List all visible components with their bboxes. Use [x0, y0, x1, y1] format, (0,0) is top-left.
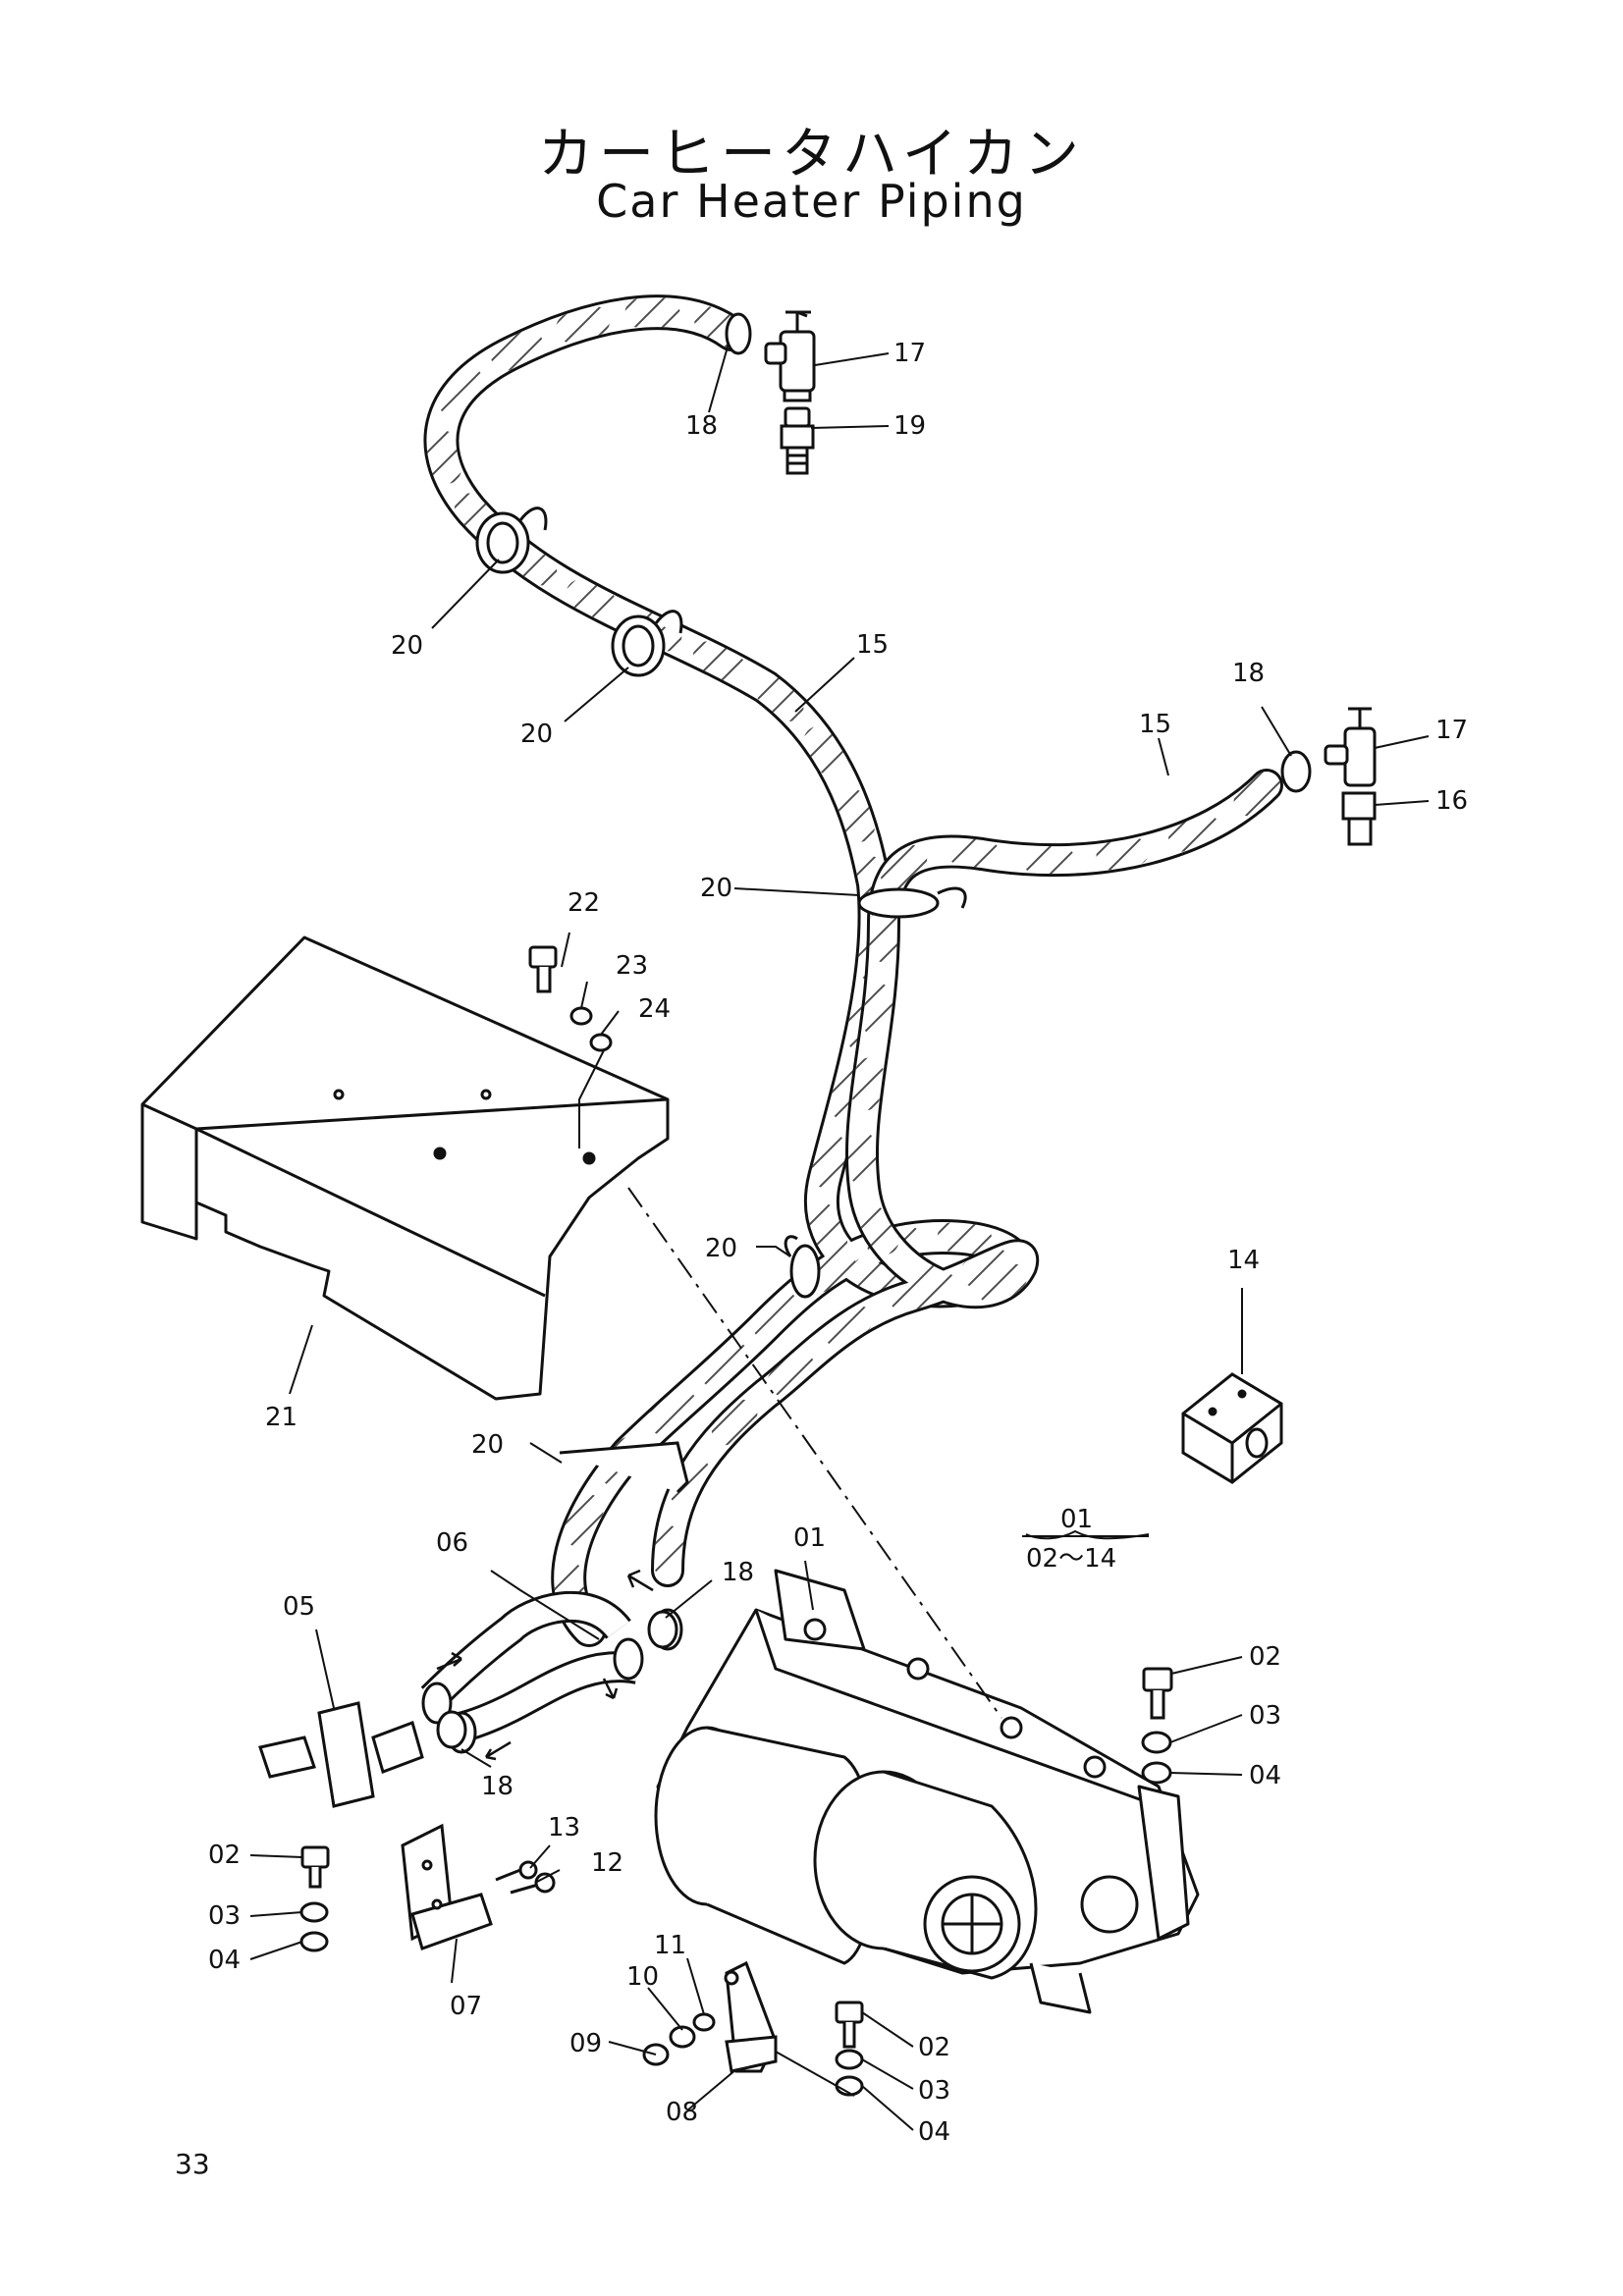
callout-07: 07 [450, 1992, 482, 2021]
leader-lines [249, 343, 1430, 2131]
callout-02: 02 [208, 1841, 241, 1870]
callout-18: 18 [685, 411, 718, 441]
callout-20: 20 [520, 720, 553, 749]
heater-unit-01 [654, 1569, 1200, 2014]
page-number: 33 [175, 2148, 210, 2180]
callout-17: 17 [893, 339, 926, 368]
callout-18: 18 [722, 1558, 754, 1587]
callout-20: 20 [700, 874, 732, 903]
assembly-note: 01 02～14 [1025, 1505, 1150, 1574]
callout-19: 19 [893, 411, 926, 441]
title-english: Car Heater Piping [596, 175, 1027, 228]
title-japanese: カーヒータハイカン [538, 123, 1085, 187]
callout-11: 11 [654, 1931, 686, 1960]
callout-23: 23 [616, 951, 648, 981]
heater-cover-21 [140, 935, 670, 1401]
bolt-set-bottom [835, 2001, 864, 2097]
bolt-set-right [1141, 1667, 1173, 1785]
callout-21: 21 [265, 1403, 298, 1432]
callout-24: 24 [638, 994, 671, 1024]
bracket-07 [401, 1823, 556, 1950]
callout-12: 12 [591, 1848, 623, 1878]
callout-14: 14 [1227, 1246, 1260, 1275]
bracket-08 [642, 1960, 778, 2073]
callout-03: 03 [918, 2076, 950, 2106]
hose-band-18-top [725, 312, 752, 355]
hose-06 [420, 1590, 642, 1745]
flow-arrows [436, 1569, 654, 1761]
hose-return [651, 769, 1283, 1587]
callout-18: 18 [1232, 659, 1265, 688]
callout-01: 01 [793, 1523, 826, 1553]
callout-04: 04 [208, 1946, 241, 1975]
assembly-note-top: 01 [1060, 1505, 1093, 1534]
valve-17-right [1324, 707, 1377, 787]
callout-05: 05 [283, 1592, 315, 1622]
callout-18: 18 [481, 1772, 514, 1801]
callout-02: 02 [1249, 1642, 1281, 1672]
bracket-05 [258, 1608, 683, 1808]
callout-20: 20 [705, 1234, 737, 1263]
callout-03: 03 [1249, 1701, 1281, 1731]
callout-15: 15 [1139, 710, 1171, 739]
callout-03: 03 [208, 1901, 241, 1931]
hose-bands-18-bottom [436, 1610, 678, 1749]
callout-16: 16 [1435, 786, 1468, 816]
callout-13: 13 [548, 1813, 580, 1842]
block-14 [1181, 1372, 1283, 1484]
bolt-22 [528, 945, 613, 1052]
callout-06: 06 [436, 1528, 468, 1558]
callout-22: 22 [568, 888, 600, 918]
hose-band-18-right [1280, 750, 1312, 793]
callout-02: 02 [918, 2033, 950, 2062]
callout-numbers: 17 18 19 20 20 15 18 17 15 16 20 22 23 2… [208, 339, 1468, 2147]
callout-08: 08 [666, 2098, 698, 2127]
callout-04: 04 [918, 2117, 950, 2147]
callout-20: 20 [471, 1430, 504, 1460]
callout-20: 20 [391, 631, 423, 661]
hose-main [423, 294, 1034, 1647]
callout-04: 04 [1249, 1761, 1281, 1790]
callout-09: 09 [569, 2029, 602, 2058]
nipple-16 [1341, 791, 1377, 846]
callout-10: 10 [626, 1962, 659, 1992]
assembly-note-bottom: 02～14 [1026, 1544, 1116, 1574]
bolt-set-left [299, 1845, 330, 1952]
valve-17-top [764, 310, 816, 402]
callout-17: 17 [1435, 716, 1468, 745]
hose-clamps [475, 507, 967, 1494]
callout-15: 15 [856, 630, 889, 660]
nipple-19 [780, 406, 815, 475]
center-line [627, 1187, 1002, 1719]
